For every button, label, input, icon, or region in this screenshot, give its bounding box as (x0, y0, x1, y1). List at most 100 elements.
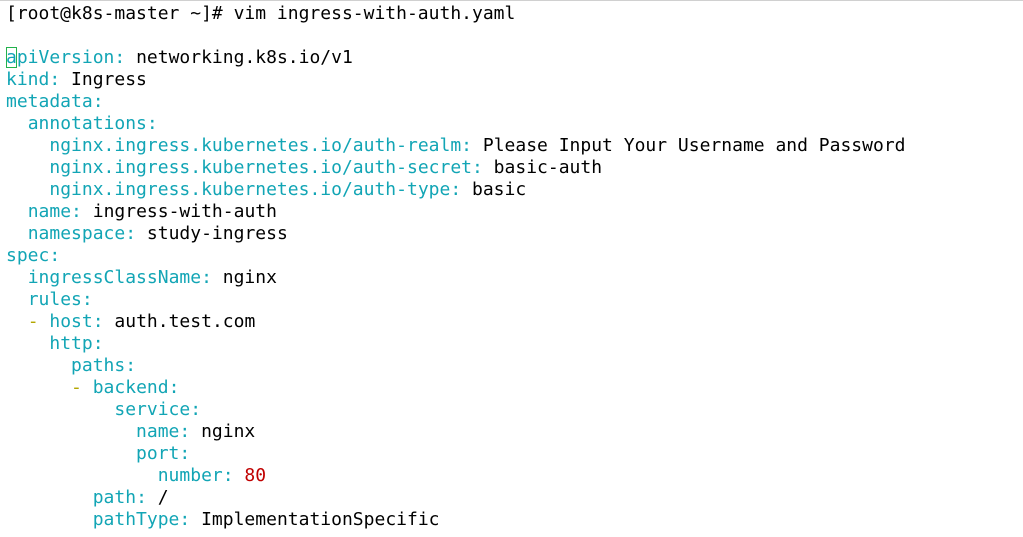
yaml-key: spec (6, 245, 50, 266)
yaml-key: service (114, 399, 191, 420)
yaml-key: name (136, 421, 180, 442)
yaml-colon: : (92, 333, 104, 354)
yaml-value: Ingress (60, 69, 147, 90)
yaml-value: ImplementationSpecific (190, 509, 440, 530)
indent (6, 377, 71, 398)
indent (6, 465, 158, 486)
yaml-key: path (92, 487, 137, 508)
yaml-colon: : (168, 377, 180, 398)
yaml-line: nginx.ingress.kubernetes.io/auth-secret:… (6, 157, 602, 179)
yaml-line: path: / (6, 487, 169, 509)
yaml-line: metadata: (6, 91, 104, 113)
indent (6, 267, 28, 288)
yaml-colon: : (179, 509, 191, 530)
yaml-value: ingress-with-auth (81, 201, 277, 222)
yaml-key: pathType (92, 509, 180, 530)
yaml-key: nginx.ingress.kubernetes.io/auth-realm (49, 135, 462, 156)
indent (6, 399, 114, 420)
yaml-line: nginx.ingress.kubernetes.io/auth-realm: … (6, 135, 906, 157)
yaml-line: - backend: (6, 377, 179, 399)
yaml-line: name: ingress-with-auth (6, 201, 277, 223)
yaml-line: number: 80 (6, 465, 266, 487)
yaml-value: nginx (211, 267, 277, 288)
indent (6, 135, 49, 156)
yaml-colon: : (125, 355, 137, 376)
yaml-colon: : (146, 113, 158, 134)
yaml-colon: : (92, 311, 104, 332)
yaml-value: study-ingress (136, 223, 288, 244)
yaml-value: basic-auth (482, 157, 603, 178)
yaml-line: name: nginx (6, 421, 255, 443)
yaml-key: namespace (27, 223, 126, 244)
yaml-key: metadata (6, 91, 93, 112)
yaml-key: piVersion (16, 47, 115, 68)
indent (6, 179, 49, 200)
yaml-key: port (136, 443, 180, 464)
indent (6, 509, 93, 530)
yaml-line: service: (6, 399, 201, 421)
text-cursor: a (6, 47, 17, 68)
yaml-colon: : (49, 69, 61, 90)
yaml-colon: : (450, 179, 462, 200)
yaml-key: name (27, 201, 72, 222)
yaml-key: ingressClassName (27, 267, 202, 288)
yaml-line: rules: (6, 289, 93, 311)
indent (6, 201, 28, 222)
yaml-line: apiVersion: networking.k8s.io/v1 (6, 47, 353, 69)
yaml-line: paths: (6, 355, 136, 377)
list-dash: - (27, 311, 50, 332)
yaml-colon: : (114, 47, 126, 68)
yaml-key: annotations (27, 113, 147, 134)
shell-prompt-line: [root@k8s-master ~]# vim ingress-with-au… (6, 3, 516, 24)
yaml-value: networking.k8s.io/v1 (125, 47, 353, 68)
indent (6, 223, 28, 244)
yaml-colon: : (179, 421, 191, 442)
indent (6, 333, 49, 354)
indent (6, 289, 28, 310)
yaml-key: http (49, 333, 93, 354)
yaml-colon: : (190, 399, 202, 420)
indent (6, 157, 49, 178)
yaml-key: kind (6, 69, 50, 90)
yaml-colon: : (461, 135, 473, 156)
indent (6, 113, 28, 134)
yaml-key: host (49, 311, 93, 332)
indent (6, 311, 28, 332)
indent (6, 355, 71, 376)
yaml-line: spec: (6, 245, 60, 267)
yaml-line: http: (6, 333, 104, 355)
yaml-key: number (157, 465, 223, 486)
yaml-line: - host: auth.test.com (6, 311, 256, 333)
indent (6, 487, 93, 508)
yaml-line: ingressClassName: nginx (6, 267, 277, 289)
yaml-value: 80 (233, 465, 267, 486)
yaml-value: basic (461, 179, 527, 200)
yaml-value: / (146, 487, 169, 508)
yaml-line: namespace: study-ingress (6, 223, 288, 245)
yaml-colon: : (49, 245, 61, 266)
yaml-key: nginx.ingress.kubernetes.io/auth-type (49, 179, 451, 200)
yaml-value: Please Input Your Username and Password (472, 135, 906, 156)
indent (6, 421, 136, 442)
yaml-key: paths (71, 355, 126, 376)
yaml-line: nginx.ingress.kubernetes.io/auth-type: b… (6, 179, 526, 201)
yaml-colon: : (71, 201, 82, 222)
yaml-colon: : (136, 487, 147, 508)
yaml-colon: : (179, 443, 191, 464)
yaml-key: backend (92, 377, 169, 398)
yaml-colon: : (125, 223, 137, 244)
list-dash: - (71, 377, 93, 398)
yaml-colon: : (81, 289, 93, 310)
yaml-line: pathType: ImplementationSpecific (6, 509, 440, 531)
yaml-line: port: (6, 443, 190, 465)
yaml-colon: : (201, 267, 212, 288)
yaml-colon: : (222, 465, 234, 486)
yaml-line: annotations: (6, 113, 158, 135)
yaml-key: nginx.ingress.kubernetes.io/auth-secret (49, 157, 472, 178)
yaml-value: auth.test.com (103, 311, 256, 332)
yaml-colon: : (472, 157, 483, 178)
yaml-line: kind: Ingress (6, 69, 147, 91)
yaml-value: nginx (190, 421, 256, 442)
yaml-colon: : (92, 91, 104, 112)
